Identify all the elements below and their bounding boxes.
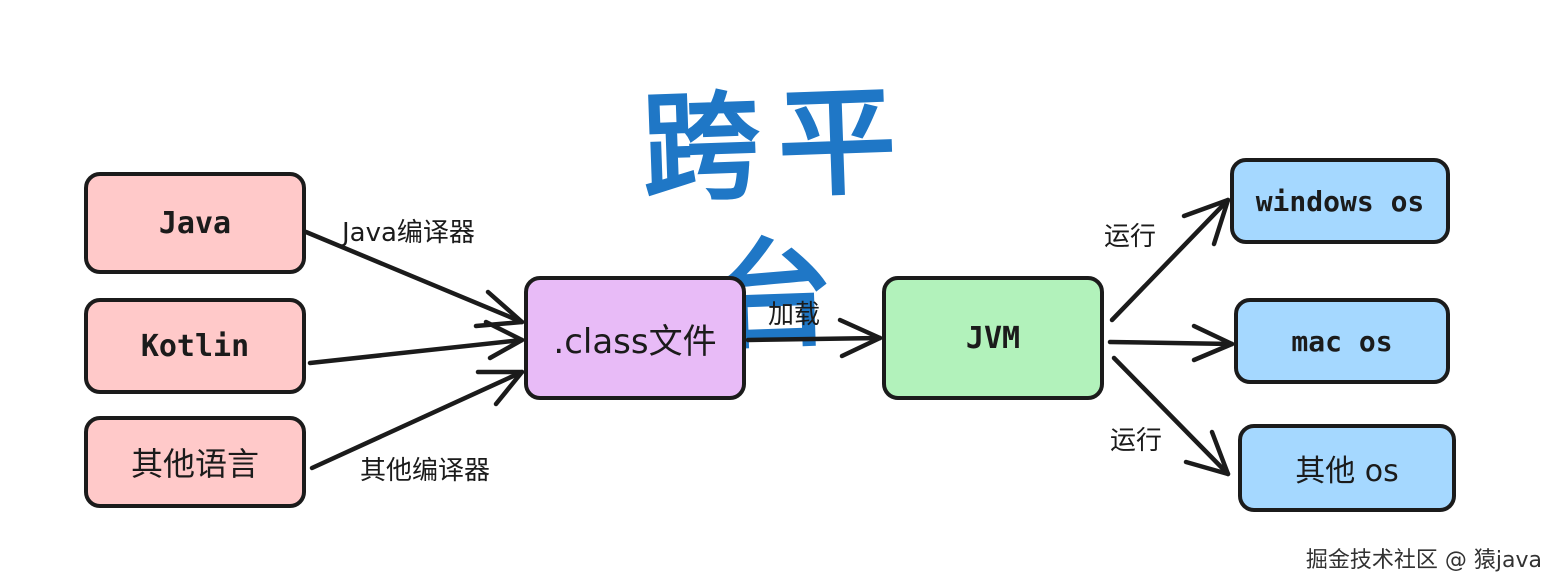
edge-label-other-compiler: 其他编译器: [360, 456, 491, 486]
edge-java-to-class: [303, 229, 525, 325]
edge-label-load: 加载: [768, 300, 821, 330]
edge-other-to-class: [309, 369, 525, 471]
node-other-os-label: 其他 os: [1295, 454, 1399, 489]
node-class-file-label: .class文件: [553, 321, 717, 362]
edge-jvm-to-mac: [1107, 339, 1235, 347]
node-mac-os: mac os: [1234, 298, 1450, 384]
node-windows-os-label: windows os: [1255, 184, 1425, 218]
node-class-file: .class文件: [524, 276, 746, 400]
node-kotlin-label: Kotlin: [140, 328, 250, 364]
node-java-label: Java: [158, 205, 232, 241]
node-other-language: 其他语言: [84, 416, 306, 508]
edge-class-to-jvm: [745, 335, 883, 343]
edge-kotlin-to-class: [307, 337, 525, 366]
arrowhead-other: [475, 369, 525, 407]
arrowhead-java: [473, 289, 525, 329]
node-java: Java: [84, 172, 306, 274]
arrowhead-other-os: [1183, 429, 1231, 477]
node-jvm: JVM: [882, 276, 1104, 400]
watermark: 掘金技术社区 @ 猿java: [1305, 548, 1542, 573]
node-other-os: 其他 os: [1238, 424, 1456, 512]
node-mac-os-label: mac os: [1291, 324, 1393, 358]
node-kotlin: Kotlin: [84, 298, 306, 394]
arrowhead-jvm: [837, 317, 883, 359]
arrowhead-windows: [1181, 197, 1231, 247]
edge-jvm-to-other-os: [1111, 355, 1231, 477]
node-windows-os: windows os: [1230, 158, 1450, 244]
arrowhead-kotlin: [483, 319, 525, 361]
edge-label-run-top: 运行: [1104, 222, 1157, 252]
edge-label-java-compiler: Java编译器: [342, 218, 475, 248]
arrowhead-mac: [1191, 323, 1235, 363]
edge-label-run-bottom: 运行: [1110, 426, 1163, 456]
node-other-language-label: 其他语言: [130, 445, 259, 483]
node-jvm-label: JVM: [965, 320, 1021, 356]
edge-jvm-to-windows: [1109, 197, 1231, 323]
